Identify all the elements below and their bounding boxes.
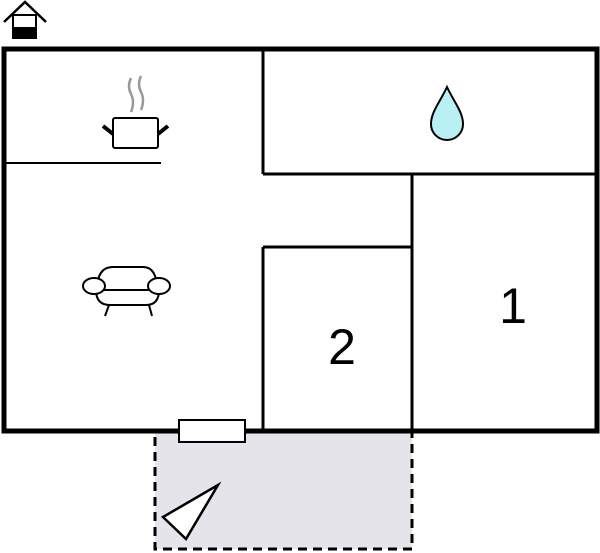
terrace xyxy=(153,429,414,551)
window xyxy=(178,419,246,443)
outer-wall xyxy=(1,46,600,434)
inner-walls xyxy=(261,49,597,431)
armchair-icon xyxy=(82,266,171,317)
room-label-1: 1 xyxy=(499,278,527,334)
cooking-pot-icon xyxy=(101,75,170,149)
compass-pointer-icon xyxy=(160,481,222,541)
water-drop-icon xyxy=(429,84,465,141)
room-label-2: 2 xyxy=(328,319,356,375)
house-icon xyxy=(3,0,47,39)
